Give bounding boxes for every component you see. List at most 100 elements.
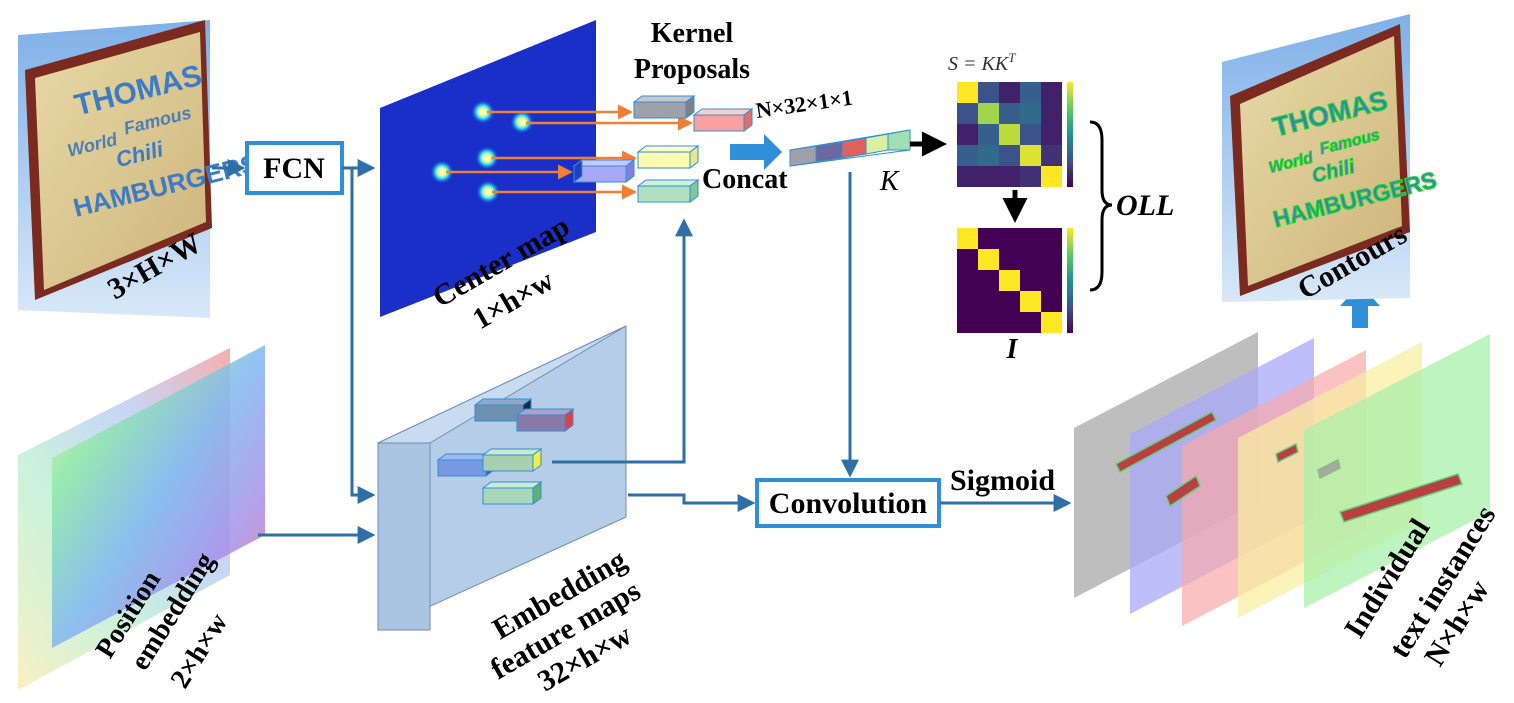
matrix-cell [957,312,978,333]
kernel-dim: N×32×1×1 [754,85,854,123]
matrix-cell [957,228,978,249]
arrow-embedding-to-kernels [552,218,693,464]
contour-image: THOMAS World Famous Chili HAMBURGERS Con… [1222,14,1440,306]
matrix-cell [999,291,1020,312]
identity-colorbar [1067,228,1073,333]
kernel-cube [692,108,754,132]
concat-label: Concat [702,164,788,195]
instance-mask [1304,334,1490,608]
center-peak [510,110,534,134]
kernel-title-line1: Kernel [651,18,734,49]
matrix-cell [1041,312,1062,333]
matrix-cell [1020,312,1041,333]
matrix-cell [1020,270,1041,291]
convolution-block: Convolution [755,478,941,528]
center-map: Center map 1×h×w [380,20,596,336]
fcn-block: FCN [245,141,344,195]
arrow-fcn-to-embedding [350,168,376,504]
matrix-cell [957,270,978,291]
matrix-cell [957,249,978,270]
matrix-cell [978,228,999,249]
matrix-cell [978,270,999,291]
matrix-cell [978,124,999,145]
matrix-cell [999,270,1020,291]
arrow-embedding-to-convolution [628,493,756,512]
matrix-cell [957,145,978,166]
oll-label: OLL [1116,189,1174,222]
embedding-cube [515,408,575,432]
position-embedding: Position embedding 2×h×w [18,345,265,694]
matrix-cell [978,312,999,333]
matrix-cell [999,312,1020,333]
kernel-cube [632,95,696,119]
matrix-cell [978,82,999,103]
matrix-cell [1041,228,1062,249]
matrix-cell [1020,249,1041,270]
kernel-cube [636,179,700,203]
matrix-cell [1020,124,1041,145]
matrix-cell [978,145,999,166]
matrix-cell [978,166,999,187]
embedding-cube [436,453,496,477]
concat-arrow [730,134,782,170]
matrix-cell [1041,270,1062,291]
embedding-feature-block: Embedding feature maps 32×h×w [377,325,646,698]
similarity-colorbar [1067,82,1073,187]
matrix-cell [999,166,1020,187]
kernel-cube [636,145,700,169]
matrix-cell [957,166,978,187]
fcn-label: FCN [263,152,325,185]
matrix-cell [978,291,999,312]
identity-matrix: I [957,228,1073,365]
center-peak [475,146,499,170]
center-peak [471,100,495,124]
kernel-sampling-arrows [446,104,693,200]
matrix-cell [999,228,1020,249]
kernel-cube [572,159,636,183]
matrix-cell [1020,82,1041,103]
convolution-label: Convolution [769,487,928,520]
matrix-cell [978,249,999,270]
matrix-cell [957,124,978,145]
matrix-cell [1041,124,1062,145]
matrix-cell [1041,291,1062,312]
matrix-cell [999,145,1020,166]
embedding-cube [481,481,543,505]
similarity-formula: S = KKT [948,50,1016,75]
matrix-cell [1020,103,1041,124]
center-peak [476,180,500,204]
similarity-matrix: S = KKT [948,50,1073,187]
matrix-cell [999,124,1020,145]
matrix-cell [1020,228,1041,249]
identity-label: I [1006,334,1019,365]
matrix-cell [957,291,978,312]
embedding-cube [481,448,543,472]
matrix-cell [999,82,1020,103]
matrix-cell [1041,103,1062,124]
kernel-symbol: K [879,166,900,197]
similarity-heatmap [957,82,1062,187]
matrix-cell [999,103,1020,124]
matrix-cell [1020,291,1041,312]
concat-step: Concat [702,134,788,195]
matrix-cell [978,103,999,124]
matrix-cell [1020,145,1041,166]
matrix-cell [957,103,978,124]
matrix-cell [1041,145,1062,166]
oll-brace: OLL [1089,120,1174,292]
matrix-cell [1041,82,1062,103]
input-image: THOMAS World Famous Chili HAMBURGERS 3×H… [18,20,261,318]
kernel-proposals: Kernel Proposals [572,18,754,203]
matrix-cell [1041,166,1062,187]
matrix-cell [1041,249,1062,270]
matrix-cell [1020,166,1041,187]
kernel-title-line2: Proposals [634,54,750,85]
center-peak [430,160,454,184]
matrix-cell [999,249,1020,270]
sigmoid-label: Sigmoid [950,464,1055,497]
instance-masks: Individual text instances N×h×w [1074,332,1502,672]
matrix-cell [957,82,978,103]
identity-heatmap [957,228,1062,333]
